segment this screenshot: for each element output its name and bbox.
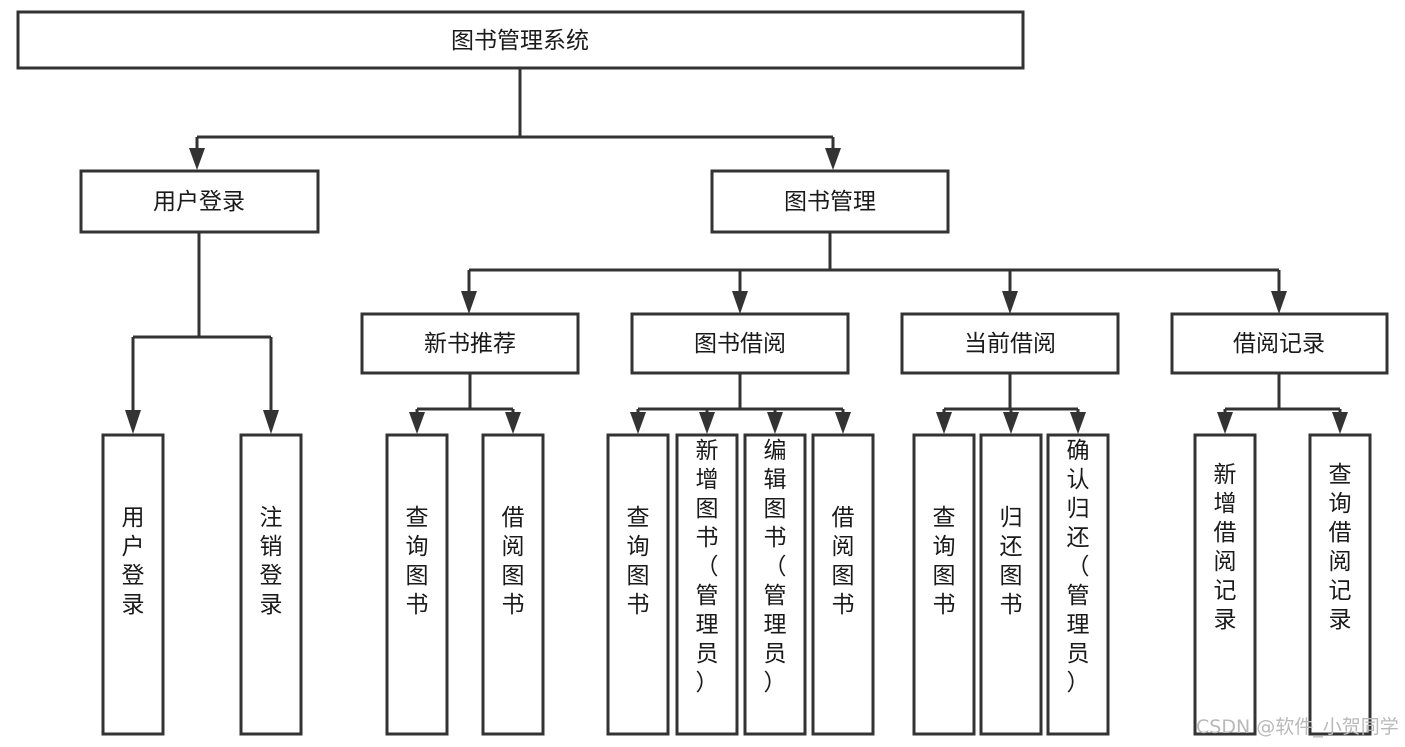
arrowhead-userlogin <box>189 148 205 170</box>
node-leaf-confirm-return[interactable]: 确认归还（管理员） <box>1046 433 1110 736</box>
node-leaf-query-book-1-box[interactable] <box>385 433 449 736</box>
node-leaf-add-book-box[interactable] <box>675 433 739 736</box>
node-leaf-edit-book-label: 编辑图书（管理员） <box>764 438 787 696</box>
node-book-borrow-box[interactable] <box>630 312 850 375</box>
node-leaf-query-record[interactable]: 查询借阅记录 <box>1308 433 1372 736</box>
node-leaf-borrow-book-2-label: 借阅图书 <box>832 505 855 618</box>
node-leaf-borrow-book-2[interactable]: 借阅图书 <box>811 433 875 736</box>
node-leaf-query-book-3-box[interactable] <box>912 433 976 736</box>
arrowhead-leaf-user-logout <box>263 410 279 434</box>
node-new-book-recommend[interactable]: 新书推荐 <box>360 312 580 375</box>
node-leaf-add-record-label: 新增借阅记录 <box>1214 462 1237 633</box>
node-leaf-query-book-3[interactable]: 查询图书 <box>912 433 976 736</box>
node-root[interactable]: 图书管理系统 <box>16 10 1025 70</box>
node-borrow-record-box[interactable] <box>1170 312 1389 375</box>
node-new-book-recommend-box[interactable] <box>360 312 580 375</box>
node-leaf-user-login-box[interactable] <box>101 433 165 736</box>
arrowhead-leaf-edit-book <box>767 412 783 434</box>
arrowhead-bookmgmt <box>825 148 841 170</box>
node-book-management-box[interactable] <box>710 169 950 234</box>
connector-layer <box>125 68 1348 434</box>
arrowhead-book-borrow <box>732 291 748 314</box>
csdn-watermark: CSDN @软件_小贺同学 <box>1196 716 1399 738</box>
node-leaf-return-book[interactable]: 归还图书 <box>979 433 1043 736</box>
node-leaf-edit-book-box[interactable] <box>743 433 807 736</box>
node-leaf-query-book-1-label: 查询图书 <box>406 505 429 618</box>
node-book-management-label: 图书管理 <box>784 189 876 215</box>
arrowhead-leaf-confirm-return <box>1070 412 1086 434</box>
arrowhead-current-borrow <box>1002 291 1018 314</box>
arrowhead-leaf-user-login <box>125 410 141 434</box>
node-new-book-recommend-label: 新书推荐 <box>424 331 516 357</box>
node-leaf-borrow-book-2-box[interactable] <box>811 433 875 736</box>
node-leaf-confirm-return-label: 确认归还（管理员） <box>1067 438 1090 696</box>
node-leaf-query-book-3-label: 查询图书 <box>933 505 956 618</box>
node-leaf-query-book-2-box[interactable] <box>606 433 670 736</box>
node-borrow-record[interactable]: 借阅记录 <box>1170 312 1389 375</box>
node-current-borrow-label: 当前借阅 <box>964 331 1056 357</box>
node-leaf-query-record-label: 查询借阅记录 <box>1329 462 1352 633</box>
node-user-login[interactable]: 用户登录 <box>79 169 320 234</box>
node-user-login-label: 用户登录 <box>153 189 245 215</box>
node-leaf-add-record-box[interactable] <box>1193 433 1257 736</box>
arrowhead-leaf-add-book <box>699 412 715 434</box>
node-leaf-confirm-return-box[interactable] <box>1046 433 1110 736</box>
node-user-login-box[interactable] <box>79 169 320 234</box>
node-leaf-query-book-1[interactable]: 查询图书 <box>385 433 449 736</box>
node-leaf-add-record[interactable]: 新增借阅记录 <box>1193 433 1257 736</box>
node-root-box[interactable] <box>16 10 1025 70</box>
arrowhead-leaf-borrow-book-2 <box>835 412 851 434</box>
node-current-borrow-box[interactable] <box>900 312 1120 375</box>
node-leaf-query-book-2-label: 查询图书 <box>627 505 650 618</box>
arrowhead-leaf-query-book-3 <box>936 412 952 434</box>
node-book-borrow[interactable]: 图书借阅 <box>630 312 850 375</box>
arrowhead-borrow-record <box>1271 291 1287 314</box>
arrowhead-leaf-borrow-book-1 <box>505 412 521 434</box>
arrowhead-leaf-query-book-1 <box>409 412 425 434</box>
node-leaf-query-book-2[interactable]: 查询图书 <box>606 433 670 736</box>
node-leaf-return-book-label: 归还图书 <box>1000 505 1023 618</box>
node-leaf-add-book-label: 新增图书（管理员） <box>696 438 719 696</box>
node-leaf-user-logout-box[interactable] <box>239 433 303 736</box>
arrowhead-leaf-return-book <box>1003 412 1019 434</box>
node-leaf-borrow-book-1-label: 借阅图书 <box>502 505 525 618</box>
node-leaf-user-login-label: 用户登录 <box>122 505 145 618</box>
node-leaf-borrow-book-1-box[interactable] <box>481 433 545 736</box>
node-book-borrow-label: 图书借阅 <box>694 331 786 357</box>
arrowhead-leaf-query-book-2 <box>630 412 646 434</box>
node-root-label: 图书管理系统 <box>451 28 589 54</box>
node-leaf-query-record-box[interactable] <box>1308 433 1372 736</box>
node-current-borrow[interactable]: 当前借阅 <box>900 312 1120 375</box>
arrowhead-leaf-query-record <box>1332 412 1348 434</box>
node-leaf-add-book[interactable]: 新增图书（管理员） <box>675 433 739 736</box>
arrowhead-new-book-recommend <box>461 291 477 314</box>
node-leaf-return-book-box[interactable] <box>979 433 1043 736</box>
arrowhead-leaf-add-record <box>1217 412 1233 434</box>
node-book-management[interactable]: 图书管理 <box>710 169 950 234</box>
node-leaf-user-logout-label: 注销登录 <box>260 505 283 618</box>
node-leaf-user-logout[interactable]: 注销登录 <box>239 433 303 736</box>
node-leaf-borrow-book-1[interactable]: 借阅图书 <box>481 433 545 736</box>
node-leaf-user-login[interactable]: 用户登录 <box>101 433 165 736</box>
node-borrow-record-label: 借阅记录 <box>1233 331 1325 357</box>
node-leaf-edit-book[interactable]: 编辑图书（管理员） <box>743 433 807 736</box>
